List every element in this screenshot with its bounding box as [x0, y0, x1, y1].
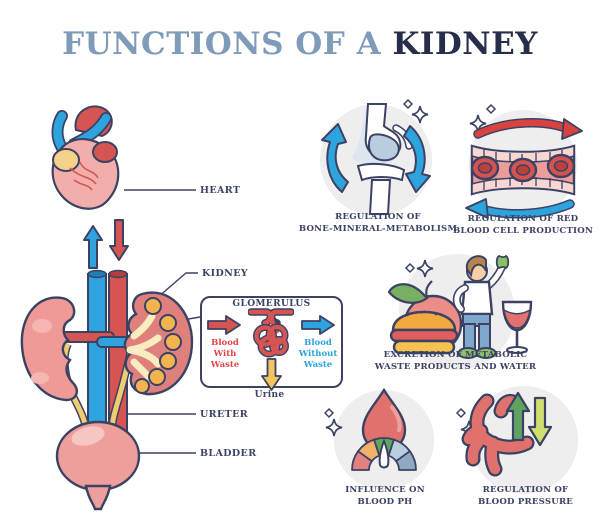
heart-label: HEART [200, 185, 240, 196]
wine-glass-icon [501, 300, 533, 354]
artery-arrows-icon [455, 386, 578, 494]
urinary-system-illustration: HEART KIDNEY URETER BLADDER [20, 105, 257, 511]
kidney-left-icon [20, 296, 78, 402]
bladder-label: BLADDER [200, 448, 257, 459]
sparkle-icon [404, 259, 434, 278]
blood-out-label: Blood Without Waste [298, 338, 338, 371]
heart-icon [51, 105, 120, 210]
joint-bone-icon [320, 98, 432, 216]
blood-in-label: Blood With Waste [210, 338, 240, 371]
burger-icon [389, 310, 459, 355]
urine-label: Urine [254, 390, 285, 400]
page-title-highlight: KIDNEY [392, 26, 538, 62]
pressure-down-arrow [527, 396, 553, 447]
kidney-label: KIDNEY [202, 268, 248, 279]
sparkle-icon [324, 407, 343, 437]
blood-up-arrow [83, 225, 103, 269]
blood-vessel-cells-icon [465, 103, 583, 219]
person-food-water-icon [387, 254, 533, 370]
person-icon [452, 254, 510, 359]
ureter-label: URETER [200, 409, 248, 420]
bladder-icon [55, 420, 141, 511]
sparkle-icon [402, 98, 429, 124]
blood-out-arrow-icon [301, 315, 335, 335]
pressure-up-arrow [505, 391, 531, 442]
page-title-prefix: FUNCTIONS OF A [62, 26, 393, 62]
gauge-needle [378, 438, 390, 469]
glomerulus-title: GLOMERULUS [202, 291, 341, 310]
glomerulus-box: GLOMERULUS [200, 296, 343, 391]
glomerulus-capillary-icon [248, 308, 294, 358]
red-blood-cells [470, 153, 576, 183]
urine-down-arrow-icon [261, 358, 282, 391]
kidney-cross-section-icon [123, 291, 194, 396]
leaf-icon [387, 283, 429, 304]
page-title: FUNCTIONS OF A KIDNEY [0, 26, 600, 62]
sparkle-icon [469, 103, 497, 133]
blood-in-arrow-icon [207, 315, 241, 335]
ph-scale-gauge [351, 437, 417, 471]
blood-down-arrow [109, 219, 129, 261]
ph-gauge-droplet-icon [324, 387, 434, 490]
